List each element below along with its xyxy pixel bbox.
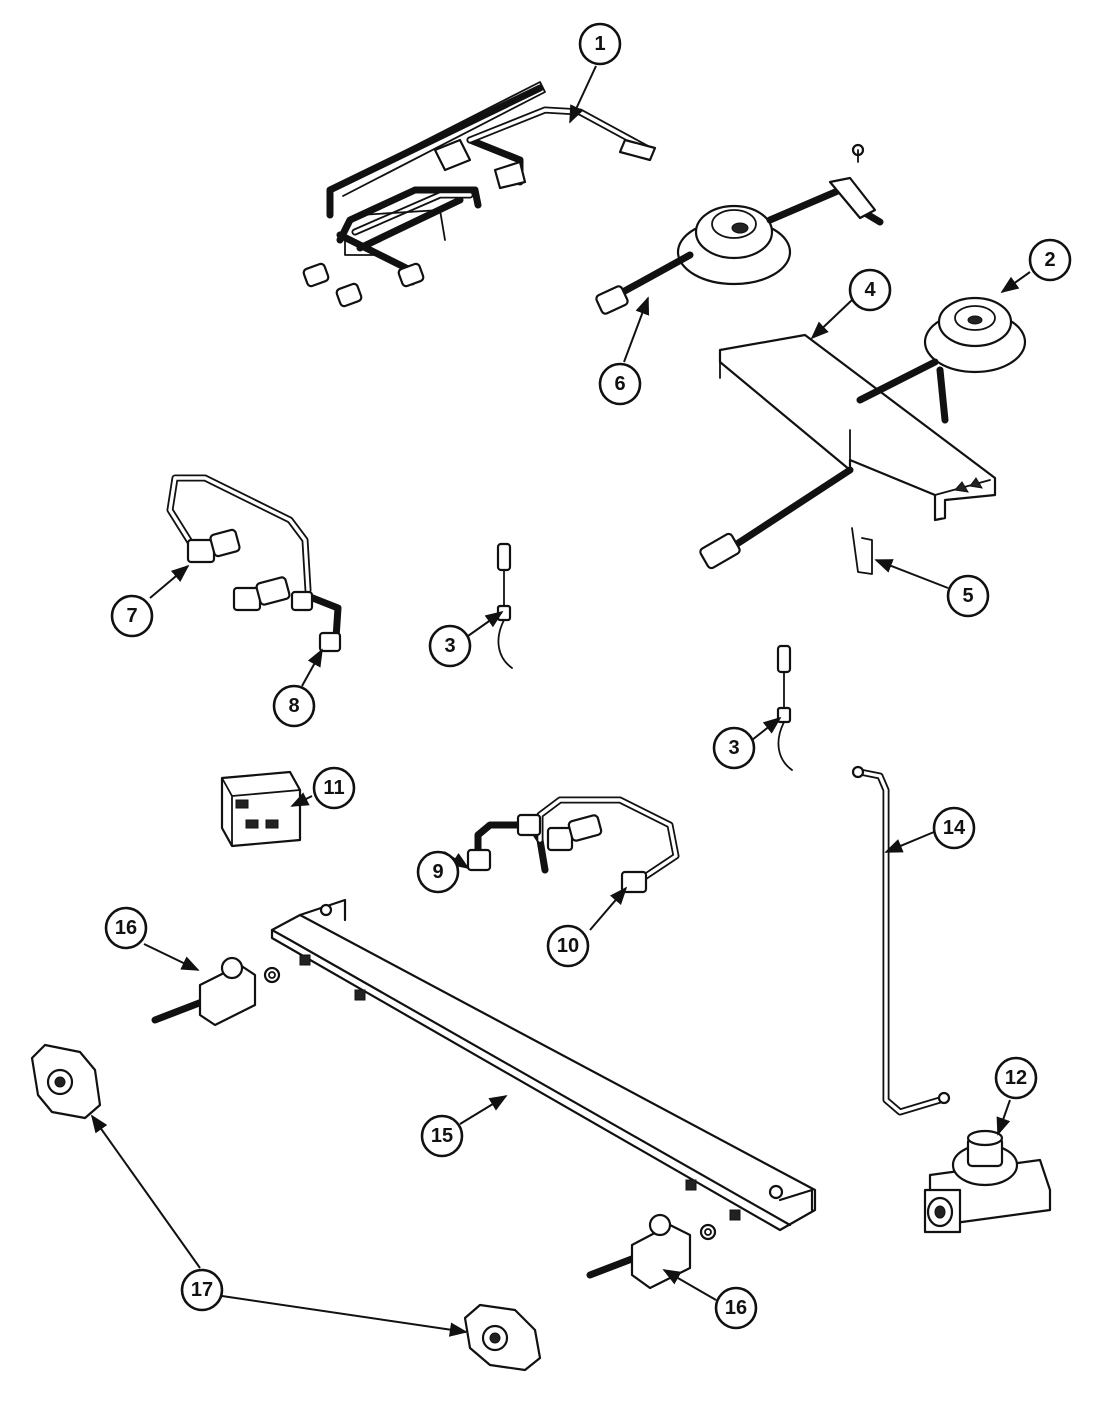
leader-4 xyxy=(810,299,853,340)
leader-15 xyxy=(459,1095,508,1125)
leader-2 xyxy=(1000,271,1031,294)
part-clip xyxy=(851,527,873,575)
part-burner-left xyxy=(595,143,884,315)
part-knob-left xyxy=(30,1043,102,1120)
callout-label: 4 xyxy=(864,279,876,301)
leader-11 xyxy=(290,792,313,807)
leader-10 xyxy=(589,886,628,931)
callout-2: 2 xyxy=(1028,238,1072,282)
leader-6 xyxy=(623,296,650,363)
leader-17a xyxy=(90,1114,201,1269)
part-burner-right-bracket xyxy=(699,296,1027,570)
part-igniter-lower xyxy=(776,644,793,771)
leader-8 xyxy=(301,648,323,687)
leader-14 xyxy=(884,831,935,853)
callout-3: 3 xyxy=(712,726,756,770)
callout-label: 16 xyxy=(115,917,137,939)
callout-14: 14 xyxy=(932,806,976,850)
callout-12: 12 xyxy=(994,1056,1038,1100)
callout-label: 17 xyxy=(191,1279,213,1301)
leader-7 xyxy=(149,564,190,599)
callout-9: 9 xyxy=(416,850,460,894)
callout-label: 11 xyxy=(323,777,344,799)
callout-label: 9 xyxy=(432,861,443,883)
leader-5 xyxy=(874,559,949,589)
part-knob-right xyxy=(463,1303,542,1372)
part-valve-upper xyxy=(151,956,281,1027)
leader-3a xyxy=(467,610,504,637)
part-tube-assembly-left xyxy=(166,474,342,653)
part-tube-assembly-middle xyxy=(466,796,680,894)
callout-3: 3 xyxy=(428,624,472,668)
callout-5: 5 xyxy=(946,574,990,618)
callout-11: 11 xyxy=(312,766,356,810)
part-spark-module xyxy=(220,770,302,848)
part-manifold-bar xyxy=(270,898,817,1232)
callout-label: 15 xyxy=(431,1125,453,1147)
part-burner-tubes xyxy=(302,81,657,308)
part-regulator xyxy=(923,1129,1052,1234)
callout-label: 16 xyxy=(725,1297,747,1319)
callout-6: 6 xyxy=(598,362,642,406)
leader-3b xyxy=(751,716,782,741)
callout-label: 3 xyxy=(728,737,739,759)
part-gas-tube xyxy=(851,765,951,1116)
callout-15: 15 xyxy=(420,1114,464,1158)
callout-label: 5 xyxy=(962,585,973,607)
leader-1 xyxy=(569,65,597,124)
callout-16: 16 xyxy=(104,906,148,950)
callout-1: 1 xyxy=(578,22,622,66)
callout-10: 10 xyxy=(546,924,590,968)
leader-16a xyxy=(143,943,200,971)
callout-label: 6 xyxy=(614,373,625,395)
part-valve-lower xyxy=(586,1213,717,1290)
callout-label: 14 xyxy=(943,817,966,839)
leader-12 xyxy=(996,1099,1011,1136)
callout-label: 3 xyxy=(444,635,455,657)
callout-16: 16 xyxy=(714,1286,758,1330)
leader-lines xyxy=(90,65,1031,1337)
callout-17: 17 xyxy=(180,1268,224,1312)
callout-4: 4 xyxy=(848,268,892,312)
callout-label: 1 xyxy=(594,33,605,55)
callout-label: 2 xyxy=(1044,249,1055,271)
callout-7: 7 xyxy=(110,594,154,638)
callout-label: 7 xyxy=(126,605,137,627)
callout-8: 8 xyxy=(272,684,316,728)
part-igniter-upper xyxy=(496,542,513,669)
leader-16b xyxy=(662,1269,717,1301)
leader-17b xyxy=(221,1295,468,1337)
callout-label: 10 xyxy=(557,935,579,957)
callout-label: 8 xyxy=(288,695,299,717)
callout-label: 12 xyxy=(1005,1067,1027,1089)
